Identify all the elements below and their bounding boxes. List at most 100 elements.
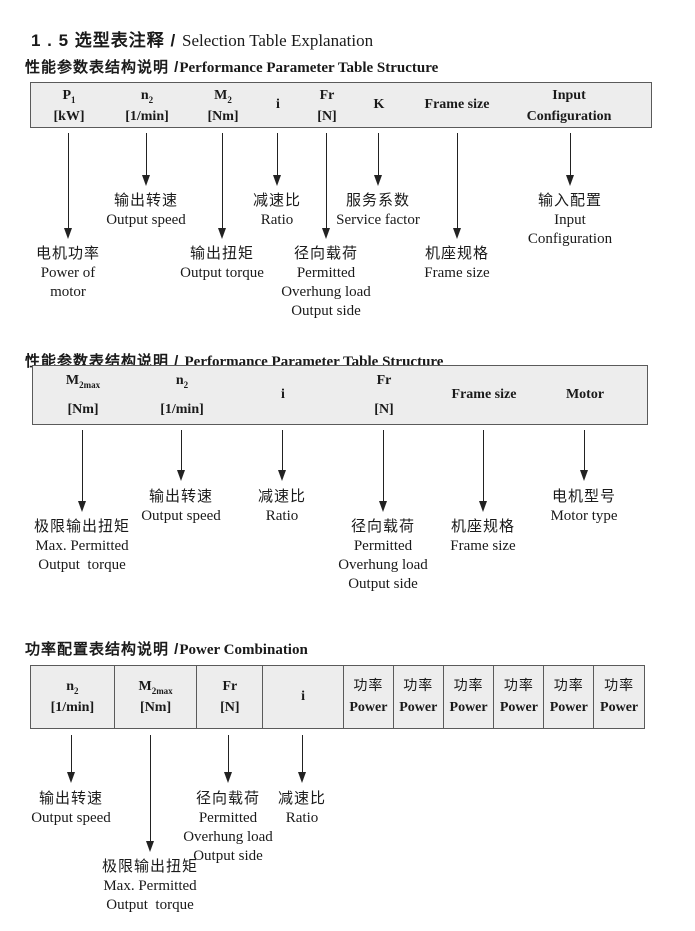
col-fr: Fr[N] xyxy=(374,373,394,417)
col-n2: n2[1/min] xyxy=(50,678,95,715)
callout-line: 输出扭矩 xyxy=(189,246,254,262)
callout-line: Overhung load xyxy=(183,829,273,845)
callout-line: 径向载荷 xyxy=(350,519,415,535)
callout-line: Ratio xyxy=(265,508,299,524)
callout-line: Output speed xyxy=(106,212,186,228)
down-arrow xyxy=(580,430,588,481)
down-arrow xyxy=(322,133,330,239)
callout-frame-size: 机座规格 Frame size xyxy=(424,245,489,283)
col-frame-size: Frame size xyxy=(451,387,517,402)
callout-line: 电机型号 xyxy=(551,489,617,505)
callout-line: 减速比 xyxy=(252,193,302,209)
callout-power-of-motor: 电机功率 Power of motor xyxy=(36,245,100,302)
callout-line: 输出转速 xyxy=(38,791,104,807)
col-motor: Motor xyxy=(565,387,605,402)
callout-ratio: 减速比 Ratio xyxy=(258,488,306,526)
callout-line: Ratio xyxy=(285,810,319,826)
callout-line: Motor type xyxy=(550,508,618,524)
callout-line: Output side xyxy=(193,848,263,864)
col-fr: Fr[N] xyxy=(196,666,262,728)
callout-line: Power of xyxy=(40,265,96,281)
col-i: i xyxy=(276,97,280,112)
callout-output-speed: 输出转速 Output speed xyxy=(141,488,221,526)
page-title-zh: 1 . 5 选型表注释 / xyxy=(31,31,182,50)
callout-line: Configuration xyxy=(527,231,613,247)
callout-line: 极限输出扭矩 xyxy=(101,859,199,875)
callout-line: 机座规格 xyxy=(450,519,516,535)
callout-line: 机座规格 xyxy=(424,246,490,262)
callout-line: 服务系数 xyxy=(345,193,411,209)
down-arrow xyxy=(298,735,306,783)
callout-line: Service factor xyxy=(336,212,420,228)
down-arrow xyxy=(374,133,382,186)
down-arrow xyxy=(379,430,387,512)
col-m2: M2[Nm] xyxy=(207,88,239,124)
down-arrow xyxy=(78,430,86,512)
callout-line: motor xyxy=(50,284,86,300)
down-arrow xyxy=(218,133,226,239)
down-arrow xyxy=(479,430,487,512)
callout-service-factor: 服务系数 Service factor xyxy=(336,192,420,230)
down-arrow xyxy=(566,133,574,186)
callout-line: Permitted xyxy=(296,265,356,281)
callout-line: Overhung load xyxy=(338,557,428,573)
callout-line: Output side xyxy=(348,576,418,592)
col-frame-size: Frame size xyxy=(424,97,490,112)
table-performance-2: M2max[Nm] n2[1/min] i Fr[N] Frame size M… xyxy=(32,365,648,425)
col-p1: P1[kW] xyxy=(53,88,85,124)
col-m2max: M2max[Nm] xyxy=(65,373,101,417)
section1-heading: 性能参数表结构说明 /Performance Parameter Table S… xyxy=(10,39,438,94)
callout-line: Output torque xyxy=(180,265,264,281)
down-arrow xyxy=(273,133,281,186)
callout-line: Output side xyxy=(291,303,361,319)
callout-line: Frame size xyxy=(424,265,490,281)
callout-line: Output speed xyxy=(141,508,221,524)
callout-motor-type: 电机型号 Motor type xyxy=(550,488,617,526)
section3-heading-en: Power Combination xyxy=(179,642,308,658)
section1-heading-zh: 性能参数表结构说明 / xyxy=(25,59,180,76)
col-n2: n2[1/min] xyxy=(125,88,169,124)
col-k: K xyxy=(373,97,385,112)
callout-line: 极限输出扭矩 xyxy=(33,519,131,535)
callout-line: 径向载荷 xyxy=(195,791,260,807)
callout-line: Permitted xyxy=(198,810,258,826)
callout-line: Output torque xyxy=(106,897,194,913)
callout-line: 输入配置 xyxy=(537,193,602,209)
down-arrow xyxy=(64,133,72,239)
callout-line: 减速比 xyxy=(257,489,307,505)
callout-output-torque: 输出扭矩 Output torque xyxy=(180,245,264,283)
down-arrow xyxy=(177,430,185,481)
callout-line: 输出转速 xyxy=(148,489,214,505)
callout-line: Output torque xyxy=(38,557,126,573)
callout-line: Max. Permitted xyxy=(103,878,197,894)
col-i: i xyxy=(262,666,343,728)
callout-line: 径向载荷 xyxy=(293,246,358,262)
section3-heading: 功率配置表结构说明 /Power Combination xyxy=(10,621,308,676)
page-title-en: Selection Table Explanation xyxy=(181,31,374,50)
col-fr: Fr[N] xyxy=(317,88,337,124)
callout-line: Permitted xyxy=(353,538,413,554)
down-arrow xyxy=(142,133,150,186)
callout-line: 电机功率 xyxy=(35,246,101,262)
col-m2max: M2max[Nm] xyxy=(113,666,197,728)
down-arrow xyxy=(453,133,461,239)
page-title: 1 . 5 选型表注释 / Selection Table Explanatio… xyxy=(14,6,373,71)
